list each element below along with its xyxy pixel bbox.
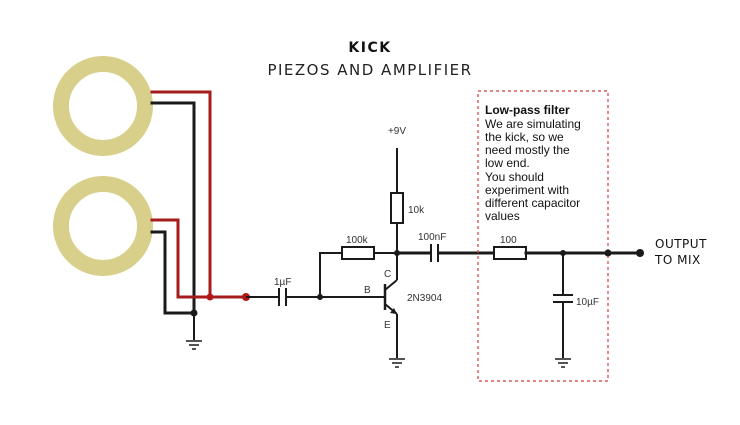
- piezo-wires: [150, 90, 248, 340]
- capacitor-input-label: 1µF: [274, 277, 291, 288]
- capacitor-output: [395, 244, 496, 262]
- transistor-label: 2N3904: [407, 293, 442, 304]
- transistor-pin-e: E: [384, 320, 391, 331]
- junction-dot: [604, 249, 612, 257]
- diagram-title: KICK: [348, 40, 391, 56]
- junction-dot: [190, 309, 198, 317]
- filter-note-line: We are simulating: [485, 117, 581, 131]
- capacitor-input: [246, 288, 320, 306]
- ground-symbol: [186, 340, 202, 350]
- junction-dot: [206, 293, 214, 301]
- collector-path: [390, 148, 404, 280]
- filter-capacitor-label: 10µF: [576, 297, 599, 308]
- capacitor-output-label: 100nF: [418, 232, 446, 243]
- piezo-bottom: [53, 176, 153, 276]
- filter-resistor: [493, 246, 642, 260]
- filter-note-line: different capacitor: [485, 196, 580, 210]
- filter-capacitor: [553, 253, 573, 358]
- resistor-collector-label: 10k: [408, 205, 425, 216]
- filter-note-line: low end.: [485, 156, 530, 170]
- ground-symbol: [389, 358, 405, 368]
- supply-label: +9V: [388, 126, 406, 137]
- filter-note-line: experiment with: [485, 183, 569, 197]
- piezo-top: [53, 56, 153, 156]
- transistor-pin-c: C: [384, 269, 391, 280]
- ground-symbol: [555, 358, 571, 368]
- transistor-pin-b: B: [364, 285, 371, 296]
- output-label-line2: TO MIX: [654, 253, 701, 267]
- filter-note-line: values: [485, 209, 520, 223]
- filter-note-line: the kick, so we: [485, 130, 564, 144]
- filter-resistor-label: 100: [500, 235, 517, 246]
- filter-note-line: need mostly the: [485, 143, 570, 157]
- resistor-feedback-label: 100k: [346, 235, 369, 246]
- diagram-subtitle: PIEZOS AND AMPLIFIER: [267, 61, 472, 79]
- transistor-2n3904: [320, 279, 398, 358]
- filter-note-title: Low-pass filter: [485, 103, 570, 117]
- feedback-path: [319, 246, 397, 297]
- output-label-line1: OUTPUT: [655, 237, 707, 251]
- filter-note-line: You should: [485, 170, 544, 184]
- output-terminal: [636, 249, 644, 257]
